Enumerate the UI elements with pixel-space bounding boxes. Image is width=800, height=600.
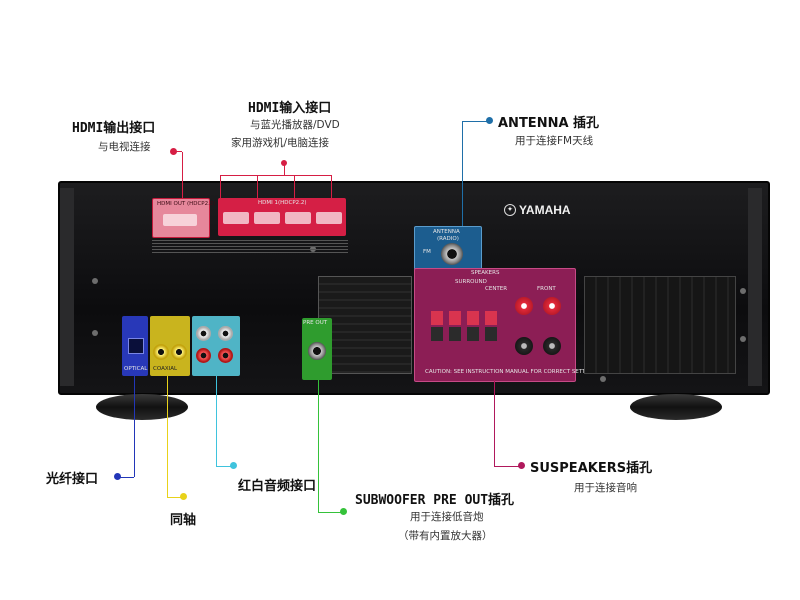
hdmi-in-desc-1: 与蓝光播放器/DVD [250, 119, 340, 131]
rca-white-jack[interactable] [196, 326, 211, 341]
coaxial-ports[interactable]: COAXIAL [150, 316, 190, 376]
speakers-leader-line [494, 380, 495, 466]
surround-terminals-red[interactable] [431, 311, 501, 325]
speakers-leader-stub [494, 466, 520, 467]
wiring-instruction-diagram [318, 276, 412, 374]
screw [740, 336, 746, 342]
rca-leader-line [216, 376, 217, 466]
speakers-title: SUSPEAKERS插孔 [530, 461, 653, 476]
coaxial-marker [180, 493, 187, 500]
hdmi-in-title: HDMI输入接口 [248, 101, 332, 116]
subwoofer-pre-out-port[interactable]: PRE OUT [302, 318, 332, 380]
foot-right [630, 394, 722, 420]
chassis-side-right [748, 188, 762, 386]
antenna-leader-stub [462, 121, 488, 122]
screw [600, 376, 606, 382]
antenna-port-label: ANTENNA [433, 229, 460, 235]
optical-jack[interactable] [128, 338, 144, 354]
front-right-post-black[interactable] [515, 337, 533, 355]
speaker-setting-diagram [584, 276, 736, 374]
optical-leader-stub [118, 477, 134, 478]
antenna-leader-line [462, 121, 463, 226]
rca-white-jack[interactable] [218, 326, 233, 341]
hdmi-out-port[interactable]: HDMI OUT (HDCP2.2) [152, 198, 216, 238]
optical-port[interactable]: OPTICAL [122, 316, 148, 376]
hdmi-in-connector [223, 212, 249, 224]
chassis-side-left [60, 188, 74, 386]
hdmi-in-connector [285, 212, 311, 224]
foot-left [96, 394, 188, 420]
subwoofer-jack[interactable] [308, 342, 326, 360]
front-label: FRONT [537, 286, 556, 292]
yamaha-logo: ✦ YAMAHA [504, 203, 571, 217]
surround-terminals-black[interactable] [431, 327, 501, 341]
hdmi-out-desc: 与电视连接 [98, 141, 151, 153]
front-right-post-red[interactable] [515, 297, 533, 315]
subwoofer-leader-line [318, 380, 319, 512]
hdmi-in-ports[interactable]: HDMI 1(HDCP2.2) [218, 198, 346, 236]
optical-marker [114, 473, 121, 480]
screw [740, 288, 746, 294]
speakers-desc: 用于连接音响 [574, 482, 637, 494]
hdmi-in-bracket-leg [294, 175, 295, 198]
optical-leader-line [134, 376, 135, 477]
rca-red-jack[interactable] [196, 348, 211, 363]
speakers-label: SPEAKERS [471, 270, 500, 276]
antenna-sub-label: (RADIO) [437, 236, 459, 242]
antenna-port[interactable]: ANTENNA (RADIO) FM [414, 226, 482, 270]
hdmi-out-marker [170, 148, 177, 155]
optical-port-label: OPTICAL [124, 366, 148, 372]
rca-audio-ports[interactable] [192, 316, 240, 376]
optical-title: 光纤接口 [46, 472, 99, 487]
tuning-fork-icon: ✦ [504, 204, 516, 216]
surround-label: SURROUND [455, 279, 487, 285]
subwoofer-leader-stub [318, 512, 342, 513]
coaxial-port-label: COAXIAL [153, 366, 178, 372]
hdmi-in-bracket-leg [220, 175, 221, 198]
antenna-desc: 用于连接FM天线 [515, 135, 594, 147]
coaxial-title: 同轴 [170, 513, 197, 528]
coaxial-jack[interactable] [171, 344, 187, 360]
hdmi-in-bracket-leg [257, 175, 258, 198]
hdmi-out-leader-stub [174, 151, 182, 152]
antenna-title: ANTENNA 插孔 [498, 116, 600, 131]
regulatory-text-block [152, 240, 348, 254]
hdmi-out-title: HDMI输出接口 [72, 121, 156, 136]
hdmi-in-marker [281, 160, 287, 166]
subwoofer-port-label: PRE OUT [303, 320, 328, 326]
hdmi-in-bracket [220, 175, 332, 176]
antenna-jack[interactable] [441, 243, 463, 265]
hdmi-in-bracket-leg [331, 175, 332, 198]
hdmi-out-connector [163, 214, 197, 226]
subwoofer-title: SUBWOOFER PRE OUT插孔 [355, 493, 515, 508]
brand-name: YAMAHA [519, 203, 571, 217]
center-label: CENTER [485, 286, 508, 292]
hdmi-in-connector [316, 212, 342, 224]
antenna-fm-label: FM [423, 249, 431, 255]
caution-label: CAUTION: SEE INSTRUCTION MANUAL FOR CORR… [425, 369, 596, 375]
hdmi-out-port-label: HDMI OUT (HDCP2.2) [157, 201, 216, 207]
rca-leader-stub [216, 466, 232, 467]
screw [92, 330, 98, 336]
rca-title: 红白音频接口 [238, 479, 317, 494]
screw [92, 278, 98, 284]
rca-red-jack[interactable] [218, 348, 233, 363]
subwoofer-desc-1: 用于连接低音炮 [410, 511, 484, 523]
front-left-post-black[interactable] [543, 337, 561, 355]
hdmi-out-leader-line [182, 152, 183, 198]
rca-marker [230, 462, 237, 469]
hdmi-in-connector [254, 212, 280, 224]
front-left-post-red[interactable] [543, 297, 561, 315]
coaxial-leader-stub [167, 497, 183, 498]
coaxial-leader-line [167, 376, 168, 497]
hdmi-in-desc-2: 家用游戏机/电脑连接 [231, 137, 330, 149]
subwoofer-desc-2: （带有内置放大器） [398, 530, 493, 542]
coaxial-jack[interactable] [153, 344, 169, 360]
hdmi-in-port-label: HDMI 1(HDCP2.2) [258, 200, 307, 206]
antenna-marker [486, 117, 493, 124]
speakers-marker [518, 462, 525, 469]
hdmi-in-leader-line [284, 164, 285, 175]
subwoofer-marker [340, 508, 347, 515]
speakers-terminal-panel[interactable]: SPEAKERS SURROUND CENTER FRONT CAUTION: … [414, 268, 595, 382]
